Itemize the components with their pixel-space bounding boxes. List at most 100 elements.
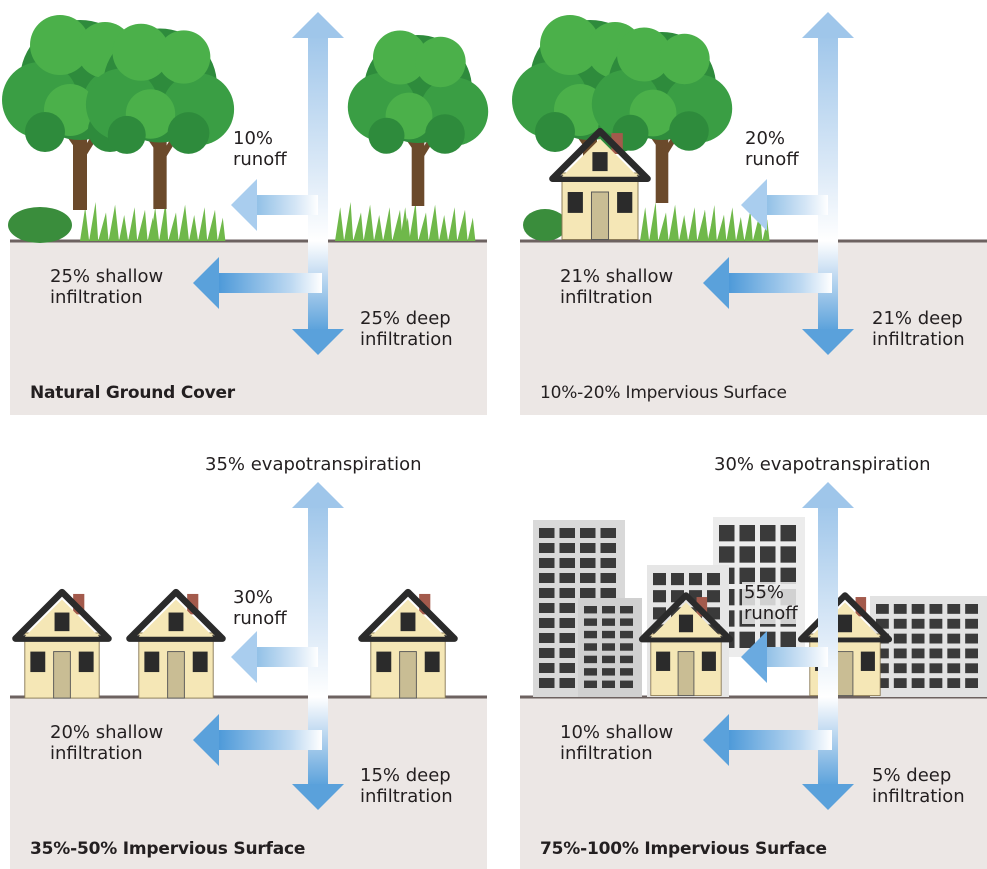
building-window: [539, 678, 555, 688]
arrow-head: [292, 329, 344, 355]
building-window: [780, 631, 796, 648]
panel1-evapotranspiration-arrow: [292, 12, 344, 241]
building-window: [719, 525, 735, 542]
arrow-shaft: [818, 504, 838, 697]
building-window: [653, 573, 666, 586]
panel2-shallow-infiltration-arrow: [703, 257, 832, 309]
building-window: [911, 604, 925, 614]
building-window: [760, 525, 776, 542]
building-window: [929, 618, 943, 629]
building-window: [559, 528, 575, 538]
arrow-head: [231, 179, 257, 231]
building-window: [600, 543, 616, 553]
panel4-shallow-infiltration-label: 10% shallow infiltration: [560, 722, 674, 764]
building-window: [739, 567, 755, 584]
arrow-head: [741, 179, 767, 231]
grass-clump: [400, 202, 476, 241]
building-window: [707, 590, 720, 603]
building-window: [620, 618, 633, 626]
office-building: [578, 598, 642, 697]
panel2-evapotranspiration-arrow: [802, 12, 854, 241]
panel2-shallow-infiltration-label: 21% shallow infiltration: [560, 266, 674, 308]
building-window: [929, 648, 943, 659]
arrow-head: [292, 12, 344, 38]
panel4-evapotranspiration-label: 30% evapotranspiration: [714, 454, 931, 475]
building-window: [620, 680, 633, 688]
arrow-shaft: [217, 273, 322, 293]
building-window: [689, 573, 702, 586]
panel2-runoff-arrow: [741, 179, 828, 231]
arrow-shaft: [255, 647, 318, 667]
building-window: [539, 663, 555, 673]
building-window: [893, 604, 907, 614]
building-window: [580, 528, 596, 538]
arrow-shaft: [818, 34, 838, 241]
building-window: [929, 604, 943, 614]
building-window: [602, 680, 615, 688]
building-window: [929, 633, 943, 644]
arrow-shaft: [217, 730, 322, 750]
building-window: [602, 618, 615, 626]
panel1-runoff-arrow: [231, 179, 318, 231]
building-window: [911, 678, 925, 688]
building-window: [739, 525, 755, 542]
shrub: [8, 207, 72, 243]
building-window: [620, 606, 633, 614]
building-window: [739, 631, 755, 648]
arrow-head: [802, 784, 854, 810]
arrow-head: [802, 482, 854, 508]
panel1-shallow-infiltration-arrow: [193, 257, 322, 309]
building-window: [893, 663, 907, 674]
building-window: [600, 573, 616, 583]
building-window: [602, 630, 615, 639]
building-window: [876, 618, 889, 629]
building-window: [580, 543, 596, 553]
office-building: [870, 596, 987, 697]
arrow-shaft: [765, 647, 828, 667]
building-window: [602, 668, 615, 676]
building-window: [539, 603, 555, 613]
arrow-head: [193, 257, 219, 309]
panel3-deep-infiltration-label: 15% deep infiltration: [360, 765, 453, 807]
building-window: [559, 603, 575, 613]
building-window: [911, 648, 925, 659]
building-window: [947, 648, 961, 659]
house: [130, 592, 223, 698]
panel2-caption: 10%-20% Impervious Surface: [540, 383, 787, 403]
building-window: [965, 604, 978, 614]
building-window: [671, 573, 684, 586]
panel2-ground: [520, 241, 987, 415]
panel4-art: [520, 695, 987, 869]
panel1-ground: [10, 241, 487, 415]
building-window: [600, 528, 616, 538]
arrow-head: [193, 714, 219, 766]
panel3-caption: 35%-50% Impervious Surface: [30, 839, 306, 859]
building-window: [584, 643, 597, 651]
arrow-shaft: [727, 730, 832, 750]
building-window: [780, 546, 796, 563]
grass-clump: [80, 202, 156, 241]
building-window: [602, 643, 615, 651]
arrow-shaft: [308, 34, 328, 241]
panel2-art: [520, 239, 987, 415]
building-window: [719, 546, 735, 563]
building-window: [929, 663, 943, 674]
arrow-head: [802, 12, 854, 38]
building-window: [559, 573, 575, 583]
building-window: [911, 663, 925, 674]
building-window: [539, 528, 555, 538]
building-window: [600, 558, 616, 568]
house: [362, 592, 455, 698]
building-window: [539, 633, 555, 643]
building-window: [947, 604, 961, 614]
building-window: [559, 663, 575, 673]
building-window: [602, 655, 615, 664]
building-window: [580, 558, 596, 568]
panel3-runoff-arrow: [231, 631, 318, 683]
panel1-scenery: [2, 15, 488, 243]
building-window: [780, 525, 796, 542]
building-window: [584, 630, 597, 639]
building-window: [893, 618, 907, 629]
building-window: [580, 573, 596, 583]
